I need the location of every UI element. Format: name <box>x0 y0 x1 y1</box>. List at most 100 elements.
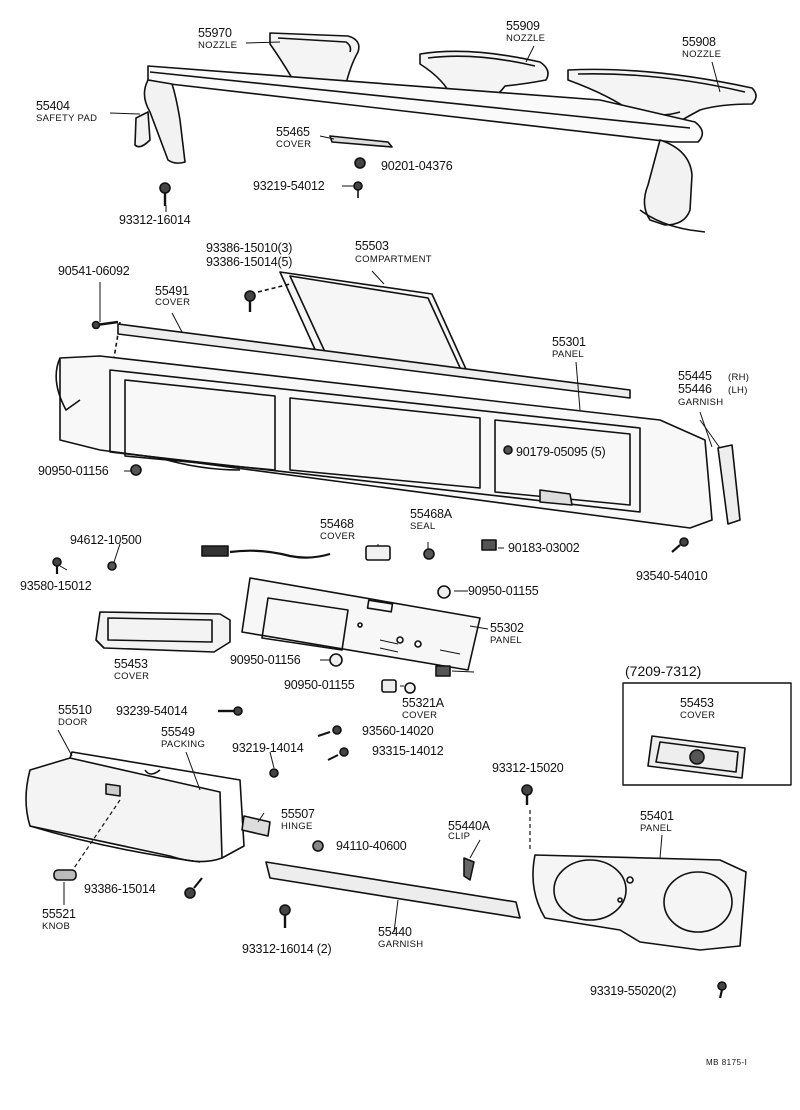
bolt-93386 <box>244 283 291 312</box>
screw-93315 <box>327 747 349 761</box>
nut-94110 <box>312 840 324 852</box>
part-number-55510: 55510 <box>58 703 92 717</box>
part-number-55321A: 55321A <box>402 696 444 710</box>
part-number-55468A: 55468A <box>410 507 452 521</box>
screw-93219-54012 <box>353 181 363 198</box>
door-55510 <box>25 751 245 863</box>
part-number-93312-16014-2: 93312-16014 (2) <box>242 942 332 956</box>
part-name-55491: COVER <box>155 297 191 308</box>
part-number-93315: 93315-14012 <box>372 744 444 758</box>
washer-94612 <box>107 561 117 571</box>
part-name-55321A: COVER <box>402 710 438 721</box>
part-number-90183: 90183-03002 <box>508 541 580 555</box>
screw-93239 <box>218 706 243 716</box>
part-name-55908: NOZZLE <box>682 49 722 60</box>
part-name-55510: DOOR <box>58 717 88 728</box>
part-number-55401: 55401 <box>640 809 674 823</box>
part-number-90201: 90201-04376 <box>381 159 453 173</box>
diagram-code: MB 8175-I <box>706 1058 748 1067</box>
bolt-93319 <box>717 981 727 999</box>
part-ref-87-15 <box>435 665 451 677</box>
part-name-55468A: SEAL <box>410 521 436 532</box>
variant-box <box>622 682 792 786</box>
cover-box-55453 <box>95 611 231 653</box>
part-name-55302: PANEL <box>490 635 522 646</box>
part-number-93239: 93239-54014 <box>116 704 188 718</box>
hinge-55507 <box>241 815 271 837</box>
part-number-55453-variant: 55453 <box>680 696 714 710</box>
part-number-55446: 55446 <box>678 382 712 396</box>
part-number-55301: 55301 <box>552 335 586 349</box>
part-number-90541: 90541-06092 <box>58 264 130 278</box>
bolt-93386-15014 <box>184 877 203 899</box>
part-name-55401: PANEL <box>640 823 672 834</box>
part-side-55445: (RH) <box>728 372 750 383</box>
part-name-55301: PANEL <box>552 349 584 360</box>
clip-90179 <box>503 445 513 455</box>
part-number-55468: 55468 <box>320 517 354 531</box>
variant-box-title: (7209-7312) <box>625 663 702 679</box>
garnish-55445-55446 <box>717 444 741 525</box>
part-number-55908: 55908 <box>682 35 716 49</box>
part-name-55507: HINGE <box>281 821 313 832</box>
safety-pad-55404 <box>134 65 706 233</box>
leader-lines <box>57 41 721 933</box>
part-name-55503: COMPARTMENT <box>355 254 432 265</box>
emblem-ref-75-51 <box>201 545 331 559</box>
part-number-55507: 55507 <box>281 807 315 821</box>
bolt-93312-15020 <box>521 784 533 850</box>
part-name-55440: GARNISH <box>378 939 424 950</box>
part-name-55404: SAFETY PAD <box>36 113 98 124</box>
part-number-90950-01155b: 90950-01155 <box>284 678 355 692</box>
panel-55401 <box>532 854 747 951</box>
part-number-93386-15010: 93386-15010(3) <box>206 241 293 255</box>
part-number-55440A: 55440A <box>448 819 490 833</box>
part-number-55491: 55491 <box>155 284 189 298</box>
part-name-55446: GARNISH <box>678 397 724 408</box>
part-name-55453-variant: COVER <box>680 710 716 721</box>
clip-55440A <box>463 857 475 881</box>
part-name-55465: COVER <box>276 139 312 150</box>
part-number-93386-15014-5: 93386-15014(5) <box>206 255 293 269</box>
part-name-55468: COVER <box>320 531 356 542</box>
grommet-90950-01155c <box>404 682 416 694</box>
screw-93560 <box>317 725 342 737</box>
part-number-90950-01155a: 90950-01155 <box>468 584 539 598</box>
part-number-55521: 55521 <box>42 907 76 921</box>
part-number-55465: 55465 <box>276 125 310 139</box>
grommet-90950-01156b <box>329 653 343 667</box>
grommet-90950-01156 <box>130 464 142 476</box>
part-number-94110: 94110-40600 <box>336 839 407 853</box>
bolt-93312-16014 <box>159 182 171 206</box>
part-name-55549: PACKING <box>161 739 206 750</box>
cover-55321A <box>381 679 397 693</box>
part-name-55970: NOZZLE <box>198 40 238 51</box>
seal-55468A <box>423 548 435 560</box>
part-number-90179: 90179-05095 (5) <box>516 445 606 459</box>
cover-55468 <box>365 545 391 561</box>
garnish-strip-55440 <box>265 861 521 919</box>
part-number-55302: 55302 <box>490 621 524 635</box>
part-number-55453: 55453 <box>114 657 148 671</box>
part-number-90950-01156b: 90950-01156 <box>230 653 301 667</box>
part-number-90950-01156a: 90950-01156 <box>38 464 109 478</box>
clip-90183 <box>481 539 497 551</box>
part-number-55549: 55549 <box>161 725 195 739</box>
part-number-93540: 93540-54010 <box>636 569 708 583</box>
part-name-55521: KNOB <box>42 921 71 932</box>
instrument-panel-55301 <box>55 355 713 529</box>
part-name-55440A: CLIP <box>448 831 471 842</box>
part-name-55453: COVER <box>114 671 150 682</box>
part-name-55909: NOZZLE <box>506 33 546 44</box>
part-number-93219-14014: 93219-14014 <box>232 741 304 755</box>
part-number-55404: 55404 <box>36 99 70 113</box>
screw-93580 <box>52 557 62 574</box>
part-number-93319: 93319-55020(2) <box>590 984 677 998</box>
part-number-55909: 55909 <box>506 19 540 33</box>
part-number-93386-15014: 93386-15014 <box>84 882 156 896</box>
cover-55465 <box>329 135 393 148</box>
part-number-93312-15020: 93312-15020 <box>492 761 564 775</box>
part-number-94612: 94612-10500 <box>70 533 142 547</box>
